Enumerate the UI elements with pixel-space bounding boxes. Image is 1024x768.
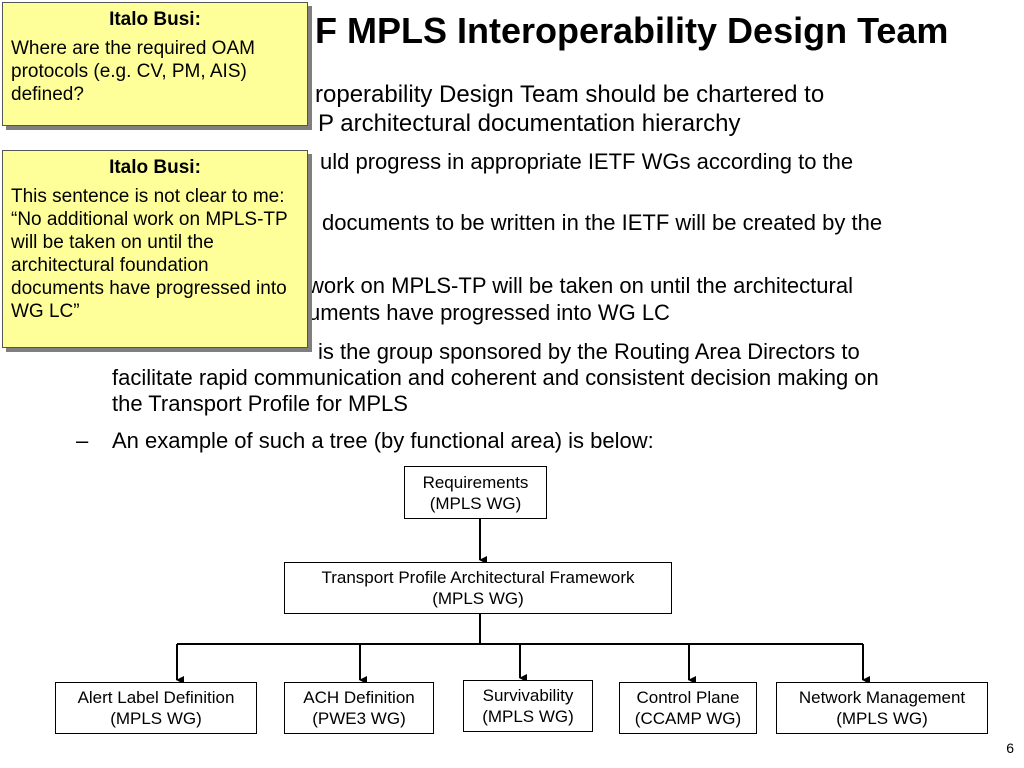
- ach-definition-box: ACH Definition (PWE3 WG): [284, 682, 434, 734]
- comment-note-1[interactable]: Italo Busi: Where are the required OAM p…: [2, 2, 308, 126]
- network-mgmt-box: Network Management (MPLS WG): [776, 682, 988, 734]
- alert-label-box: Alert Label Definition (MPLS WG): [55, 682, 257, 734]
- requirements-line1: Requirements: [422, 472, 529, 492]
- control-plane-line1: Control Plane: [636, 688, 740, 707]
- bullet-dash: –: [76, 428, 89, 453]
- requirements-line2: (MPLS WG): [429, 493, 522, 513]
- survivability-line1: Survivability: [482, 686, 574, 705]
- network-mgmt-line2: (MPLS WG): [836, 709, 928, 728]
- slide-number: 6: [1006, 740, 1014, 756]
- survivability-line2: (MPLS WG): [482, 707, 574, 726]
- ach-definition-line2: (PWE3 WG): [312, 709, 406, 728]
- comment-text: Where are the required OAM protocols (e.…: [11, 38, 255, 105]
- control-plane-line2: (CCAMP WG): [634, 709, 742, 728]
- body-line-9: the Transport Profile for MPLS: [112, 391, 408, 416]
- requirements-box: Requirements (MPLS WG): [404, 466, 547, 519]
- body-line-10: An example of such a tree (by functional…: [112, 428, 654, 453]
- network-mgmt-line1: Network Management: [798, 688, 966, 707]
- comment-author: Italo Busi:: [109, 9, 201, 30]
- framework-line2: (MPLS WG): [432, 589, 524, 608]
- body-line-7: is the group sponsored by the Routing Ar…: [318, 339, 860, 364]
- slide-title: F MPLS Interoperability Design Team: [315, 10, 949, 51]
- survivability-box: Survivability (MPLS WG): [463, 680, 593, 732]
- control-plane-box: Control Plane (CCAMP WG): [619, 682, 757, 734]
- body-line-1: roperability Design Team should be chart…: [315, 81, 825, 108]
- body-line-5: work on MPLS-TP will be taken on until t…: [308, 273, 853, 298]
- comment-note-2[interactable]: Italo Busi: This sentence is not clear t…: [2, 150, 308, 348]
- body-line-4: documents to be written in the IETF will…: [322, 210, 883, 235]
- body-line-3: uld progress in appropriate IETF WGs acc…: [320, 149, 854, 174]
- comment-author: Italo Busi:: [109, 157, 201, 178]
- comment-text: This sentence is not clear to me: “No ad…: [11, 186, 288, 322]
- framework-line1: Transport Profile Architectural Framewor…: [321, 568, 635, 587]
- body-line-2: P architectural documentation hierarchy: [318, 110, 741, 137]
- ach-definition-line1: ACH Definition: [303, 688, 415, 707]
- framework-box: Transport Profile Architectural Framewor…: [284, 562, 672, 614]
- alert-label-line1: Alert Label Definition: [77, 688, 235, 707]
- body-line-6: uments have progressed into WG LC: [308, 300, 670, 325]
- body-line-8: facilitate rapid communication and coher…: [112, 365, 879, 390]
- alert-label-line2: (MPLS WG): [110, 709, 202, 728]
